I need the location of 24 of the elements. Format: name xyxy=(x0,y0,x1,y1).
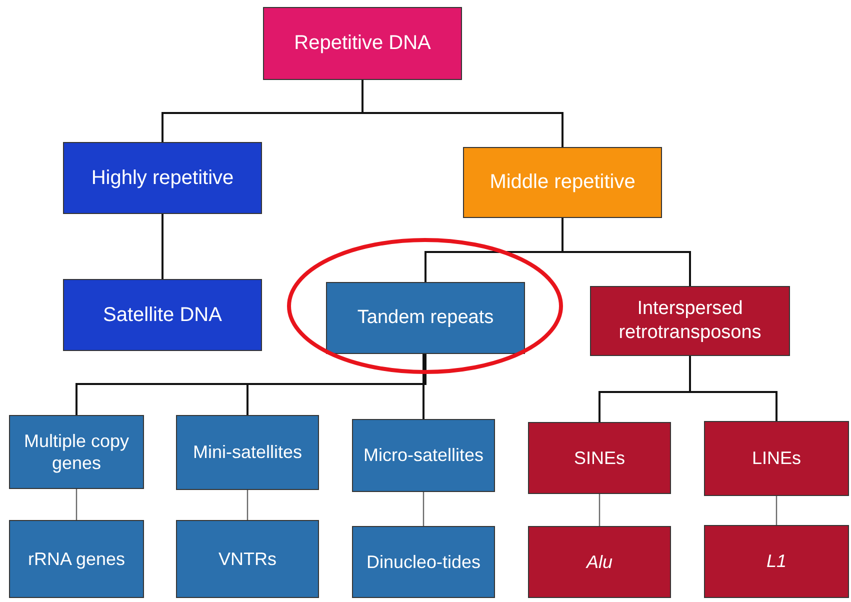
category-box: rRNA genes xyxy=(9,520,144,598)
category-box: Interspersed retrotransposons xyxy=(590,286,790,356)
category-box: Dinucleo-tides xyxy=(352,526,495,598)
category-box: Mini-satellites xyxy=(176,415,319,490)
connector-line xyxy=(76,489,78,520)
category-box: Satellite DNA xyxy=(63,279,262,351)
category-box: Highly repetitive xyxy=(63,142,262,214)
category-box: SINEs xyxy=(528,422,671,494)
connector-line xyxy=(162,214,164,279)
category-box: Multiple copy genes xyxy=(9,415,144,489)
root-box: Repetitive DNA xyxy=(263,7,462,80)
connector-line xyxy=(422,354,424,419)
category-box: LINEs xyxy=(704,421,849,496)
category-box: L1 xyxy=(704,525,849,598)
category-box: Middle repetitive xyxy=(463,147,662,218)
connector-line xyxy=(776,496,778,525)
connector-line xyxy=(362,80,564,147)
connector-line xyxy=(246,490,248,520)
connector-line xyxy=(598,494,600,526)
category-box: Micro-satellites xyxy=(352,419,495,492)
category-box: Alu xyxy=(528,526,671,598)
category-box: VNTRs xyxy=(176,520,319,598)
connector-line xyxy=(422,492,424,526)
category-box: Tandem repeats xyxy=(326,282,525,354)
